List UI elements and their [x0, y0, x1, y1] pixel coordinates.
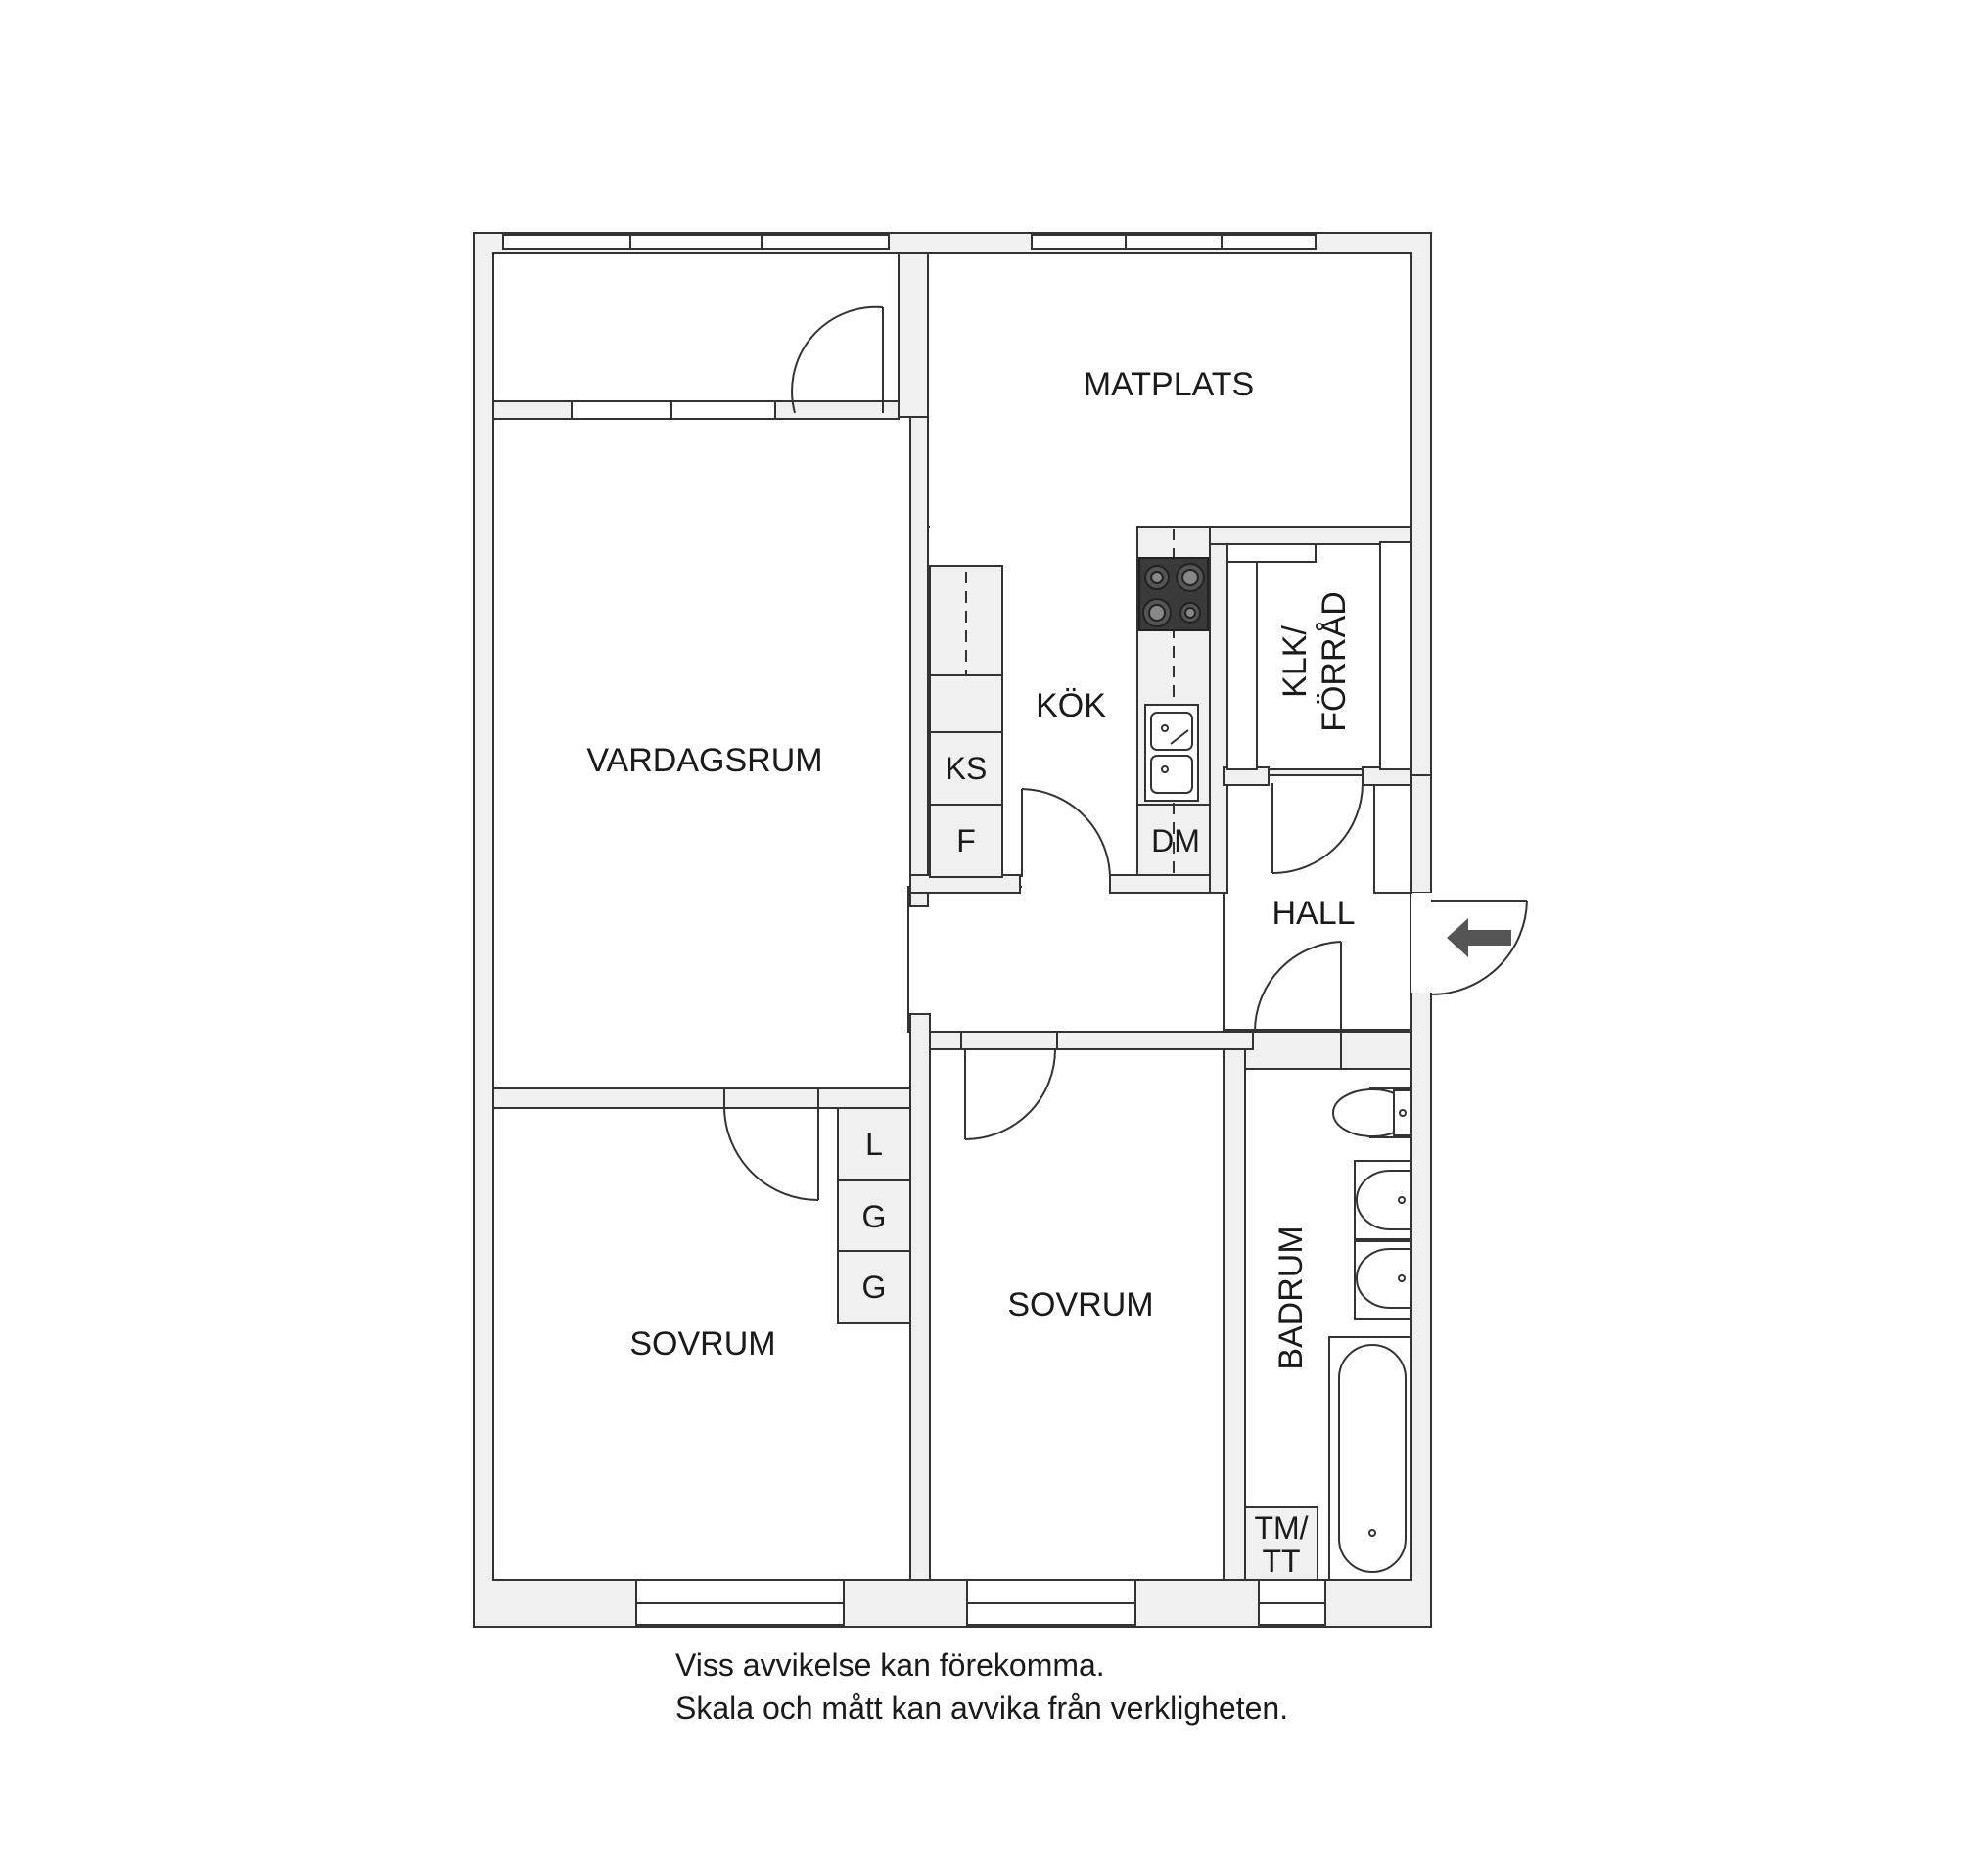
wall-sovrum-divider: [909, 1013, 931, 1581]
door-sovrum-right[interactable]: [964, 1048, 1056, 1140]
klk-shelves: [1226, 541, 1412, 770]
living-hall-opening: [910, 906, 940, 1014]
window-matplats: [1031, 234, 1317, 250]
burner-icon: [1184, 607, 1196, 619]
label-kok: KÖK: [1036, 687, 1106, 724]
window-badrum: [1258, 1579, 1326, 1626]
washer-dryer: [1244, 1506, 1318, 1581]
balcony-floor: [492, 252, 900, 418]
window-living: [571, 400, 776, 420]
wardrobe-stack: [837, 1107, 911, 1324]
label-l: L: [865, 1127, 883, 1162]
wall-hall-badrum: [1340, 1031, 1412, 1070]
label-klk-line1: KLK/: [1276, 625, 1314, 698]
kitchen-counter-right: [1136, 526, 1211, 876]
wall-hall-right: [1410, 774, 1432, 894]
bathtub-icon: [1328, 1336, 1412, 1581]
burner-icon: [1148, 604, 1166, 622]
label-sovrum-right: SOVRUM: [1007, 1286, 1153, 1323]
label-ks: KS: [946, 751, 988, 786]
wall-living-sovrum: [492, 1087, 725, 1109]
wall-hall-bottom-mid: [1056, 1031, 1254, 1050]
window-balcony: [502, 234, 890, 250]
door-klk[interactable]: [1271, 782, 1364, 874]
window-sovrum-left: [635, 1579, 845, 1626]
wall-hall-bottom-left: [929, 1031, 962, 1050]
kok-hall-opening: [1022, 881, 1116, 895]
washbasin-icon: [1354, 1160, 1412, 1240]
label-badrum: BADRUM: [1272, 1226, 1310, 1369]
label-klk-line2: FÖRRÅD: [1316, 591, 1353, 732]
label-hall: HALL: [1271, 895, 1355, 932]
door-kok[interactable]: [1021, 788, 1111, 880]
burner-icon: [1150, 571, 1164, 584]
label-vardagsrum: VARDAGSRUM: [586, 742, 822, 779]
burner-icon: [1181, 569, 1199, 586]
kitchen-counter-left: [929, 565, 1003, 878]
wall-living-kok: [909, 416, 929, 907]
door-sovrum-left[interactable]: [723, 1107, 819, 1201]
label-tm-line1: TM/: [1254, 1510, 1308, 1546]
matplats-kok-floor: [927, 252, 1412, 530]
label-tm-line2: TT: [1262, 1544, 1300, 1579]
wall-kok-klk: [1209, 526, 1228, 894]
label-klk-forrad: KLK/ FÖRRÅD: [1276, 591, 1353, 732]
label-badrum-text: BADRUM: [1272, 1226, 1310, 1369]
label-dm: DM: [1151, 823, 1200, 858]
label-g2: G: [862, 1270, 887, 1305]
window-sovrum-right: [966, 1579, 1136, 1626]
label-sovrum-left: SOVRUM: [629, 1325, 775, 1363]
wall-balcony-right: [898, 252, 929, 418]
door-balcony[interactable]: [791, 305, 884, 414]
door-badrum[interactable]: [1253, 941, 1342, 1033]
door-entrance[interactable]: [1430, 900, 1528, 995]
washbasin-icon: [1354, 1240, 1412, 1320]
entrance-arrow-icon: [1447, 918, 1511, 957]
wall-sovrum-badrum: [1223, 1048, 1246, 1581]
label-g1: G: [862, 1199, 887, 1234]
vardagsrum-floor: [492, 416, 911, 1089]
disclaimer-line1: Viss avvikelse kan förekomma.: [675, 1647, 1105, 1683]
label-matplats: MATPLATS: [1084, 366, 1254, 403]
door-closet-right[interactable]: [1373, 784, 1412, 894]
entrance-opening: [1411, 893, 1433, 993]
disclaimer-line2: Skala och mått kan avvika från verklighe…: [675, 1690, 1288, 1726]
toilet-icon: [1332, 1087, 1412, 1138]
label-f: F: [956, 823, 976, 858]
wall-living-sovrum-right: [817, 1087, 917, 1109]
